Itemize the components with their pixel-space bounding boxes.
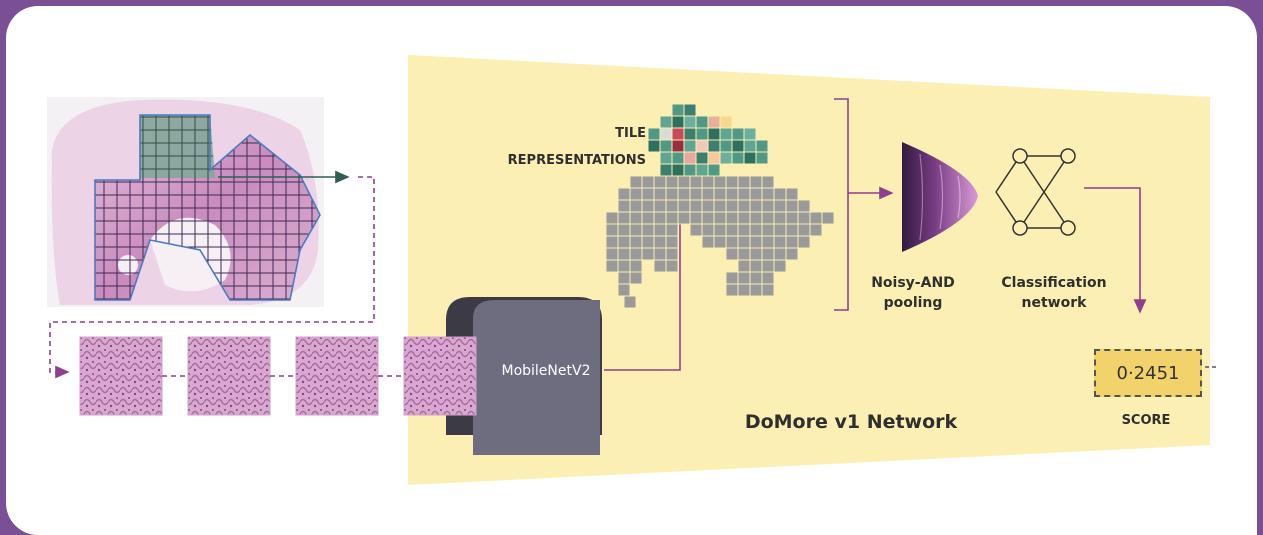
pooling-label-line2: pooling xyxy=(883,295,943,312)
classifier-label-line1: Classification xyxy=(1001,275,1107,291)
network-title: DoMore v1 Network xyxy=(744,411,958,433)
encoder-label: MobileNetV2 xyxy=(501,363,591,379)
encoder-block xyxy=(403,297,602,455)
funnel-icon xyxy=(902,142,978,252)
classifier-label-line2: network xyxy=(1021,295,1087,312)
tissue-tile-1 xyxy=(79,336,163,416)
score-value-box: 0·2451 xyxy=(1094,349,1202,397)
pooling-label: Noisy-AND pooling xyxy=(858,273,968,314)
network-graph-icon xyxy=(995,148,1076,236)
tissue-tile-3 xyxy=(295,336,379,416)
score-value: 0·2451 xyxy=(1116,362,1180,384)
diagram-canvas xyxy=(47,55,1218,485)
connector-encoder-to-tiles xyxy=(604,183,687,371)
tile-representation-grid xyxy=(605,103,835,309)
tissue-tile-2 xyxy=(187,336,271,416)
connector-network-to-score xyxy=(1084,187,1147,314)
network-region xyxy=(408,55,1210,485)
tile-representations-label-line2: REPRESENTATIONS xyxy=(507,153,646,168)
bracket xyxy=(834,98,858,311)
classifier-label: Classification network xyxy=(984,273,1124,314)
tile-representations-label-line1: TILE xyxy=(615,126,646,141)
pooling-label-line1: Noisy-AND xyxy=(871,275,955,291)
whole-slide-image xyxy=(47,97,350,307)
score-label: SCORE xyxy=(1121,413,1171,428)
connector-slide-to-tiles xyxy=(49,176,375,379)
figure-panel: TILE REPRESENTATIONS MobileNetV2 Noisy-A… xyxy=(6,6,1257,535)
